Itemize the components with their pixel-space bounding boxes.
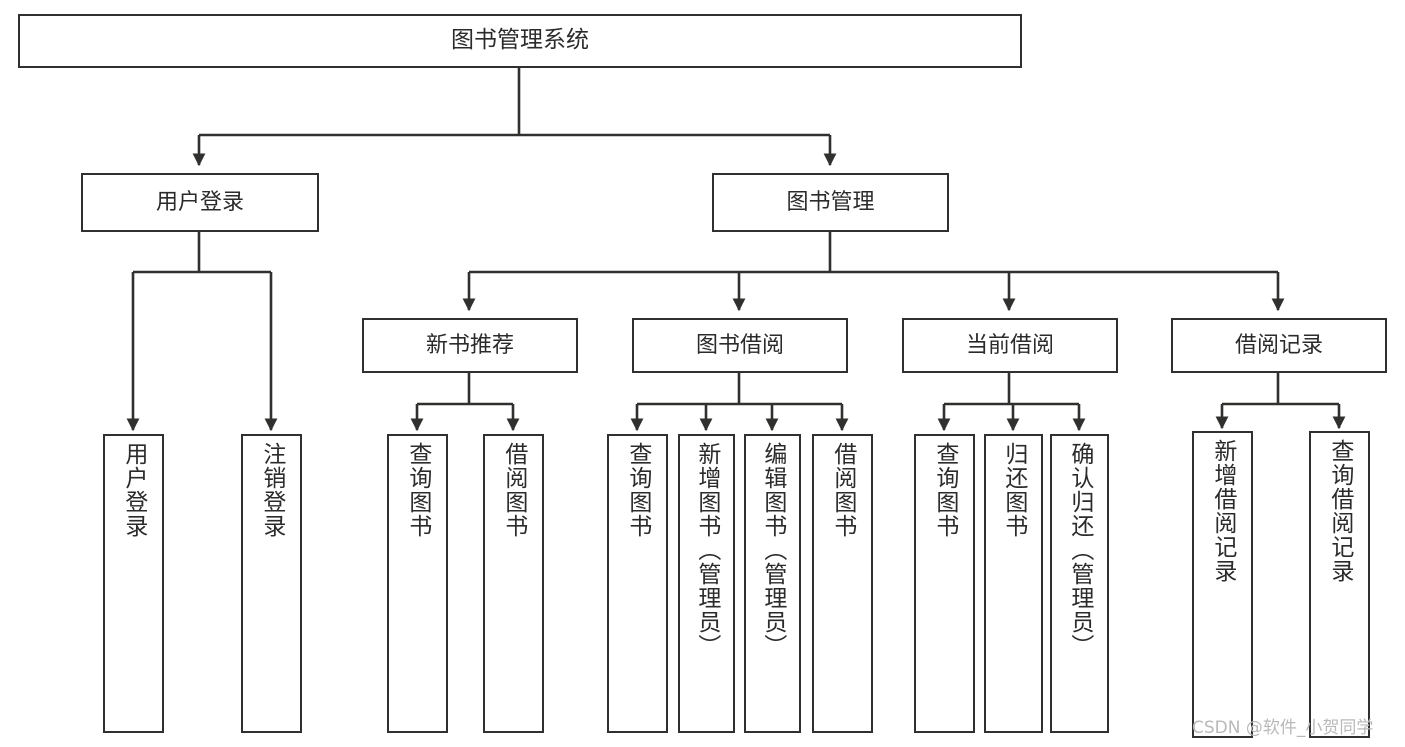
node-label: 查询图书 xyxy=(624,442,651,538)
node-root-library-system[interactable]: 图书管理系统 xyxy=(18,14,1022,68)
node-new-book-recommend[interactable]: 新书推荐 xyxy=(362,318,578,373)
node-label: 编辑图书（管理员） xyxy=(759,442,786,658)
leaf-new-book-borrow[interactable]: 借阅图书 xyxy=(483,434,544,733)
csdn-watermark: CSDN @软件_小贺同学 xyxy=(1192,718,1374,738)
leaf-record-add-record[interactable]: 新增借阅记录 xyxy=(1192,431,1253,738)
node-label: 用户登录 xyxy=(155,189,244,215)
leaf-user-login-login[interactable]: 用户登录 xyxy=(103,434,164,733)
leaf-current-return-book[interactable]: 归还图书 xyxy=(984,434,1043,733)
leaf-current-query-book[interactable]: 查询图书 xyxy=(914,434,975,733)
node-label: 注销登录 xyxy=(258,442,285,538)
node-label: 当前借阅 xyxy=(965,332,1054,358)
node-label: 确认归还（管理员） xyxy=(1066,442,1093,658)
node-label: 查询图书 xyxy=(404,442,431,538)
node-label: 图书借阅 xyxy=(695,332,784,358)
node-book-management[interactable]: 图书管理 xyxy=(712,173,949,232)
node-current-borrow[interactable]: 当前借阅 xyxy=(902,318,1118,373)
leaf-new-book-query[interactable]: 查询图书 xyxy=(387,434,448,733)
leaf-user-login-logout[interactable]: 注销登录 xyxy=(241,434,302,733)
node-label: 新增图书（管理员） xyxy=(693,442,720,658)
leaf-current-confirm-return-admin[interactable]: 确认归还（管理员） xyxy=(1050,434,1109,733)
node-label: 新增借阅记录 xyxy=(1209,439,1236,583)
node-label: 图书管理 xyxy=(786,189,875,215)
node-label: 借阅记录 xyxy=(1234,332,1323,358)
node-borrow-record[interactable]: 借阅记录 xyxy=(1171,318,1387,373)
leaf-record-query-record[interactable]: 查询借阅记录 xyxy=(1309,431,1370,738)
node-user-login[interactable]: 用户登录 xyxy=(81,173,319,232)
node-book-borrow[interactable]: 图书借阅 xyxy=(632,318,848,373)
leaf-borrow-edit-book-admin[interactable]: 编辑图书（管理员） xyxy=(744,434,801,733)
node-label: 查询图书 xyxy=(931,442,958,538)
leaf-borrow-add-book-admin[interactable]: 新增图书（管理员） xyxy=(678,434,735,733)
node-label: 查询借阅记录 xyxy=(1326,439,1353,583)
leaf-borrow-borrow-book[interactable]: 借阅图书 xyxy=(812,434,873,733)
node-label: 图书管理系统 xyxy=(451,27,589,54)
leaf-borrow-query-book[interactable]: 查询图书 xyxy=(607,434,668,733)
node-label: 新书推荐 xyxy=(425,332,514,358)
node-label: 用户登录 xyxy=(120,442,147,538)
node-label: 归还图书 xyxy=(1000,442,1027,538)
node-label: 借阅图书 xyxy=(829,442,856,538)
node-label: 借阅图书 xyxy=(500,442,527,538)
